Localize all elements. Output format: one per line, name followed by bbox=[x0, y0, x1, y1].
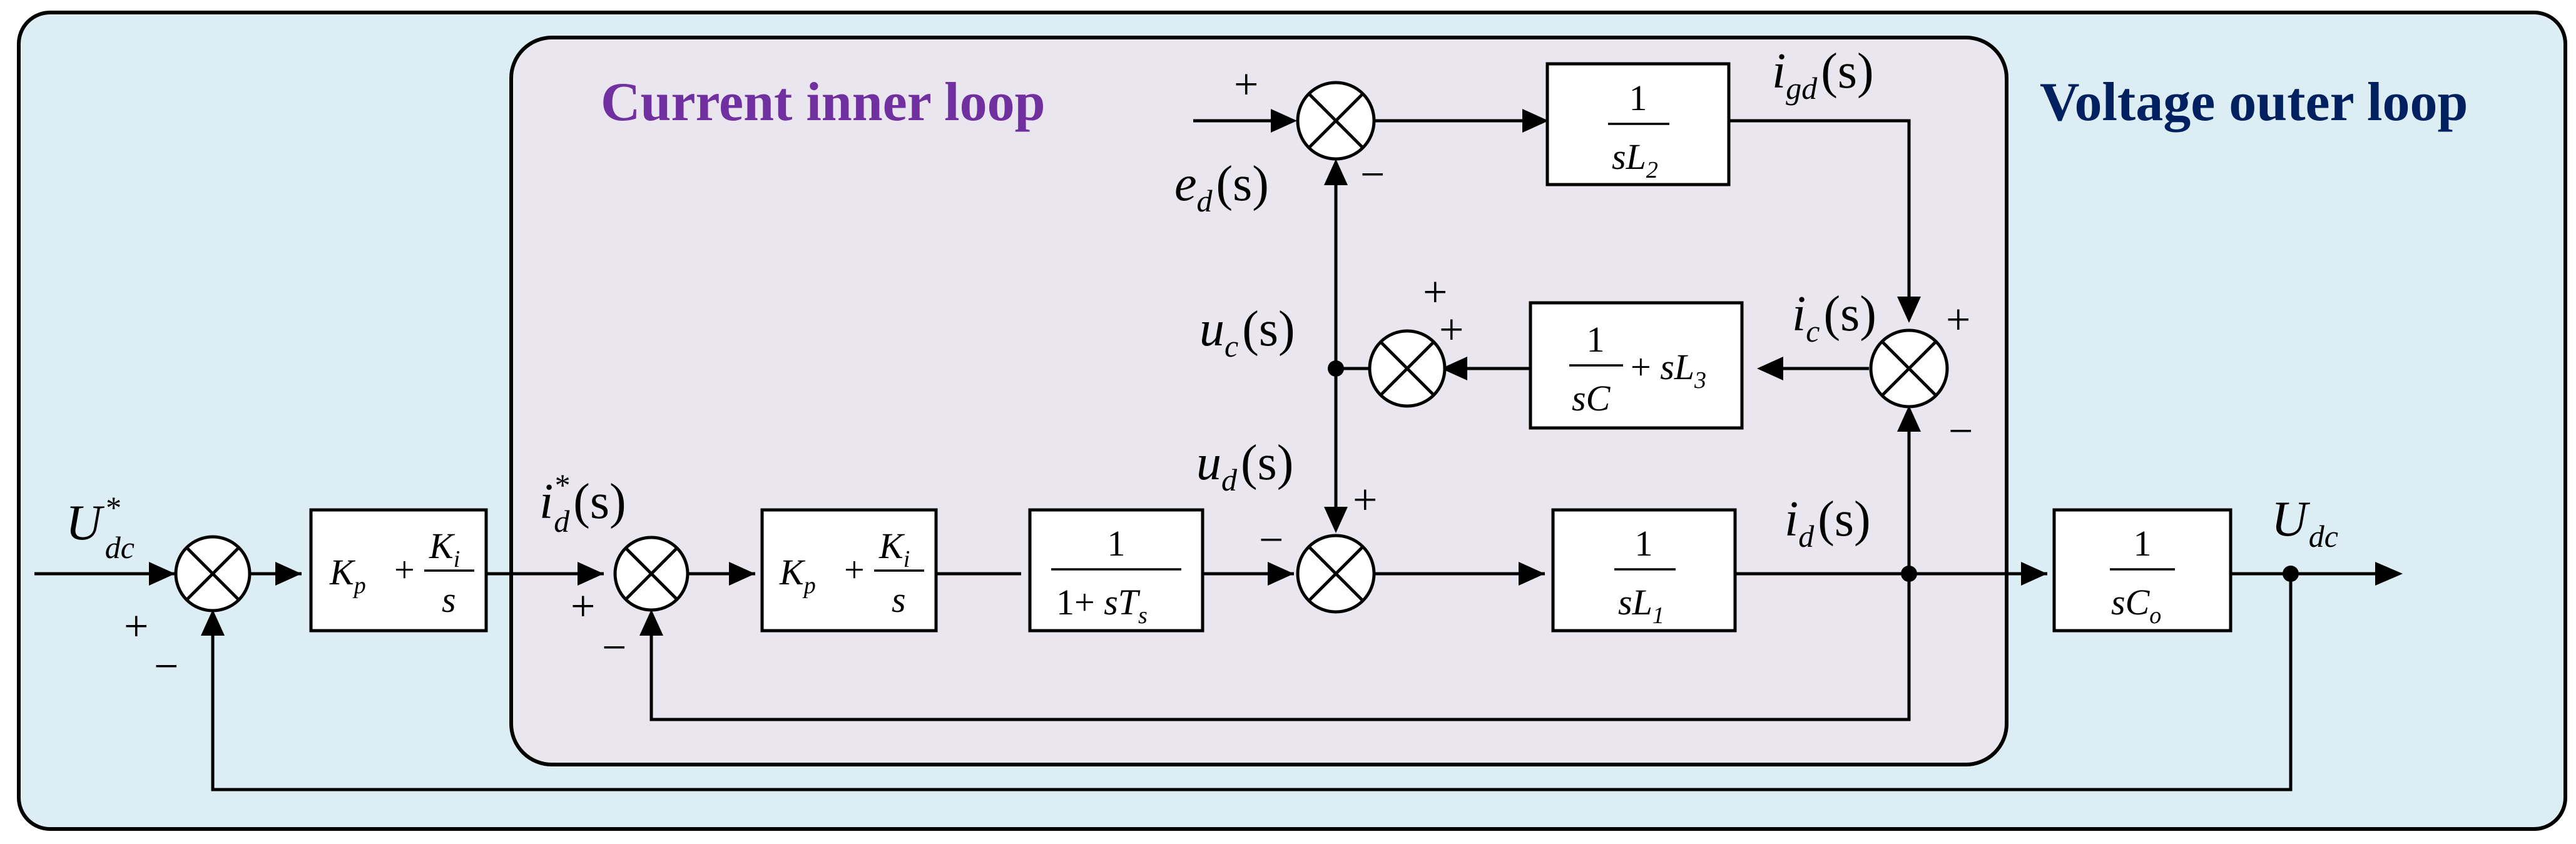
sum-junction-6 bbox=[1296, 81, 1376, 161]
inductor-l2-block: 1 sL2 bbox=[1545, 62, 1731, 186]
svg-text:1+ sTs: 1+ sTs bbox=[1056, 582, 1148, 629]
sign-sum1-minus: − bbox=[154, 643, 178, 691]
arrow-cap-in bbox=[1757, 357, 1783, 380]
svg-text:1: 1 bbox=[2134, 523, 2152, 564]
label-igd: igd(s) bbox=[1772, 44, 1874, 106]
wire-id-feedback bbox=[649, 574, 1911, 721]
arrow-sum3-in bbox=[1268, 562, 1294, 586]
sum-junction-1 bbox=[174, 535, 252, 613]
arrow-l1-in bbox=[1519, 562, 1545, 586]
svg-text:sCo: sCo bbox=[2111, 582, 2161, 629]
arrow-l2-in bbox=[1522, 109, 1549, 133]
pi-controller-outer: Kp + Ki s bbox=[309, 508, 488, 633]
sign-sum5-minus: − bbox=[1948, 407, 1973, 455]
label-id-ref: i*d(s) bbox=[539, 467, 626, 539]
svg-text:s: s bbox=[892, 579, 906, 620]
sum-junction-3 bbox=[1296, 534, 1376, 614]
arrow-sum1-in bbox=[149, 562, 175, 586]
arrow-output bbox=[2375, 562, 2403, 586]
inductor-l1-block: 1 sL1 bbox=[1551, 508, 1737, 633]
arrow-co-in bbox=[2021, 562, 2047, 586]
svg-text:sL1: sL1 bbox=[1618, 582, 1664, 629]
arrow-pi2-in bbox=[729, 562, 755, 586]
arrow-sum1-feedback bbox=[201, 609, 225, 636]
arrow-sum4-in bbox=[1441, 357, 1467, 380]
svg-text:Ki: Ki bbox=[429, 526, 460, 572]
svg-text:sL2: sL2 bbox=[1612, 136, 1658, 183]
svg-text:+: + bbox=[394, 549, 415, 590]
arrow-sum6-in bbox=[1271, 109, 1297, 133]
arrow-pi1-in bbox=[275, 562, 302, 586]
svg-text:+ sL3: + sL3 bbox=[1631, 347, 1706, 394]
outer-loop-title: Voltage outer loop bbox=[2040, 72, 2468, 133]
arrow-sum6-bottom bbox=[1324, 159, 1348, 185]
label-udc-ref: U*dc bbox=[66, 490, 135, 565]
delay-block: 1 1+ sTs bbox=[1028, 508, 1204, 633]
sum-junction-5 bbox=[1869, 328, 1949, 409]
svg-text:+: + bbox=[844, 549, 865, 590]
svg-text:Ki: Ki bbox=[878, 526, 910, 572]
svg-text:1: 1 bbox=[1107, 523, 1126, 564]
sign-sum5-plus: + bbox=[1946, 296, 1970, 344]
arrow-sum5-bottom bbox=[1897, 405, 1921, 432]
capacitor-co-block: 1 sCo bbox=[2052, 508, 2232, 633]
sum-junction-4 bbox=[1368, 329, 1447, 408]
sign-sum1-plus: + bbox=[124, 602, 148, 651]
sign-sum3-plus: + bbox=[1353, 476, 1377, 524]
sign-sum3-minus: − bbox=[1259, 516, 1283, 564]
junction-uc bbox=[1328, 360, 1344, 377]
junction-udc bbox=[2283, 566, 2299, 582]
arrow-sum3-top bbox=[1324, 507, 1348, 533]
inner-loop-title: Current inner loop bbox=[601, 72, 1046, 133]
sign-sum2-plus: + bbox=[571, 582, 595, 631]
current-inner-loop-panel bbox=[509, 36, 2008, 766]
svg-text:1: 1 bbox=[1629, 78, 1647, 118]
sign-sum2-minus: − bbox=[602, 624, 626, 672]
sum-junction-2 bbox=[613, 536, 690, 612]
arrow-sum5-top bbox=[1897, 297, 1921, 323]
label-ed: ed(s) bbox=[1174, 156, 1269, 218]
label-id: id(s) bbox=[1784, 492, 1871, 554]
sign-sum4-plus-top: + bbox=[1423, 268, 1447, 317]
svg-text:Kp: Kp bbox=[779, 552, 816, 599]
wire-igd-sum5 bbox=[1729, 119, 1911, 300]
label-udc: Udc bbox=[2271, 492, 2338, 554]
sign-sum6-minus: − bbox=[1360, 151, 1385, 199]
svg-text:1: 1 bbox=[1587, 319, 1605, 360]
capacitor-l3-block: 1 sC + sL3 bbox=[1529, 301, 1744, 430]
svg-text:s: s bbox=[442, 579, 456, 620]
pi-controller-inner: Kp + Ki s bbox=[760, 508, 938, 633]
arrow-sum2-in bbox=[578, 562, 604, 586]
svg-text:1: 1 bbox=[1635, 523, 1653, 564]
label-ud: ud(s) bbox=[1196, 435, 1293, 497]
sign-sum4-plus-right: + bbox=[1439, 306, 1464, 354]
label-uc: uc(s) bbox=[1199, 302, 1295, 364]
wire-udc-feedback bbox=[211, 574, 2293, 791]
svg-text:Kp: Kp bbox=[329, 552, 366, 599]
junction-id bbox=[1901, 566, 1917, 582]
arrow-sum2-feedback bbox=[639, 609, 663, 636]
svg-text:sC: sC bbox=[1572, 378, 1611, 419]
sign-sum6-plus: + bbox=[1234, 61, 1258, 109]
label-ic: ic(s) bbox=[1792, 287, 1876, 348]
